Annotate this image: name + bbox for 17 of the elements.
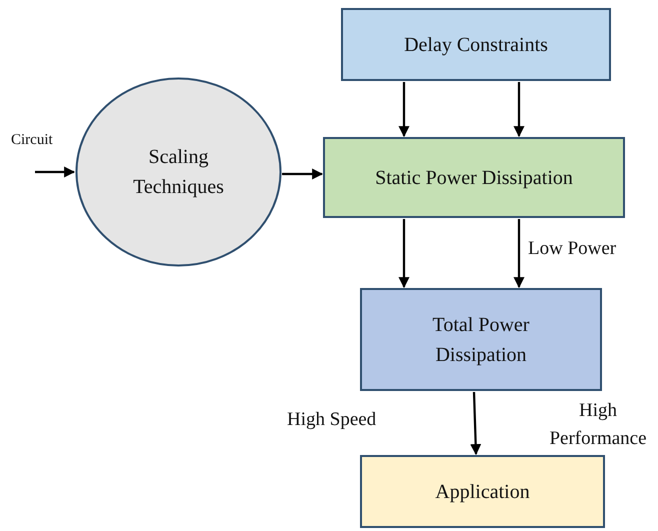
node-label: Application bbox=[434, 480, 531, 504]
arrow bbox=[514, 219, 524, 288]
constraint-box bbox=[341, 8, 611, 81]
output-box bbox=[360, 455, 605, 528]
process-ellipse bbox=[75, 77, 282, 267]
node-label: Total Power Dissipation bbox=[432, 312, 530, 368]
arrow bbox=[470, 392, 482, 456]
arrow bbox=[398, 219, 410, 288]
node-label: Delay Constraints bbox=[403, 32, 549, 58]
node-label: Static Power Dissipation bbox=[374, 166, 574, 190]
arrow bbox=[398, 82, 410, 138]
process-box bbox=[323, 137, 625, 218]
process-box bbox=[360, 288, 602, 391]
arrow bbox=[514, 82, 524, 138]
node-label: Scaling Techniques bbox=[132, 145, 225, 200]
arrow bbox=[35, 166, 76, 178]
arrow bbox=[282, 168, 324, 180]
